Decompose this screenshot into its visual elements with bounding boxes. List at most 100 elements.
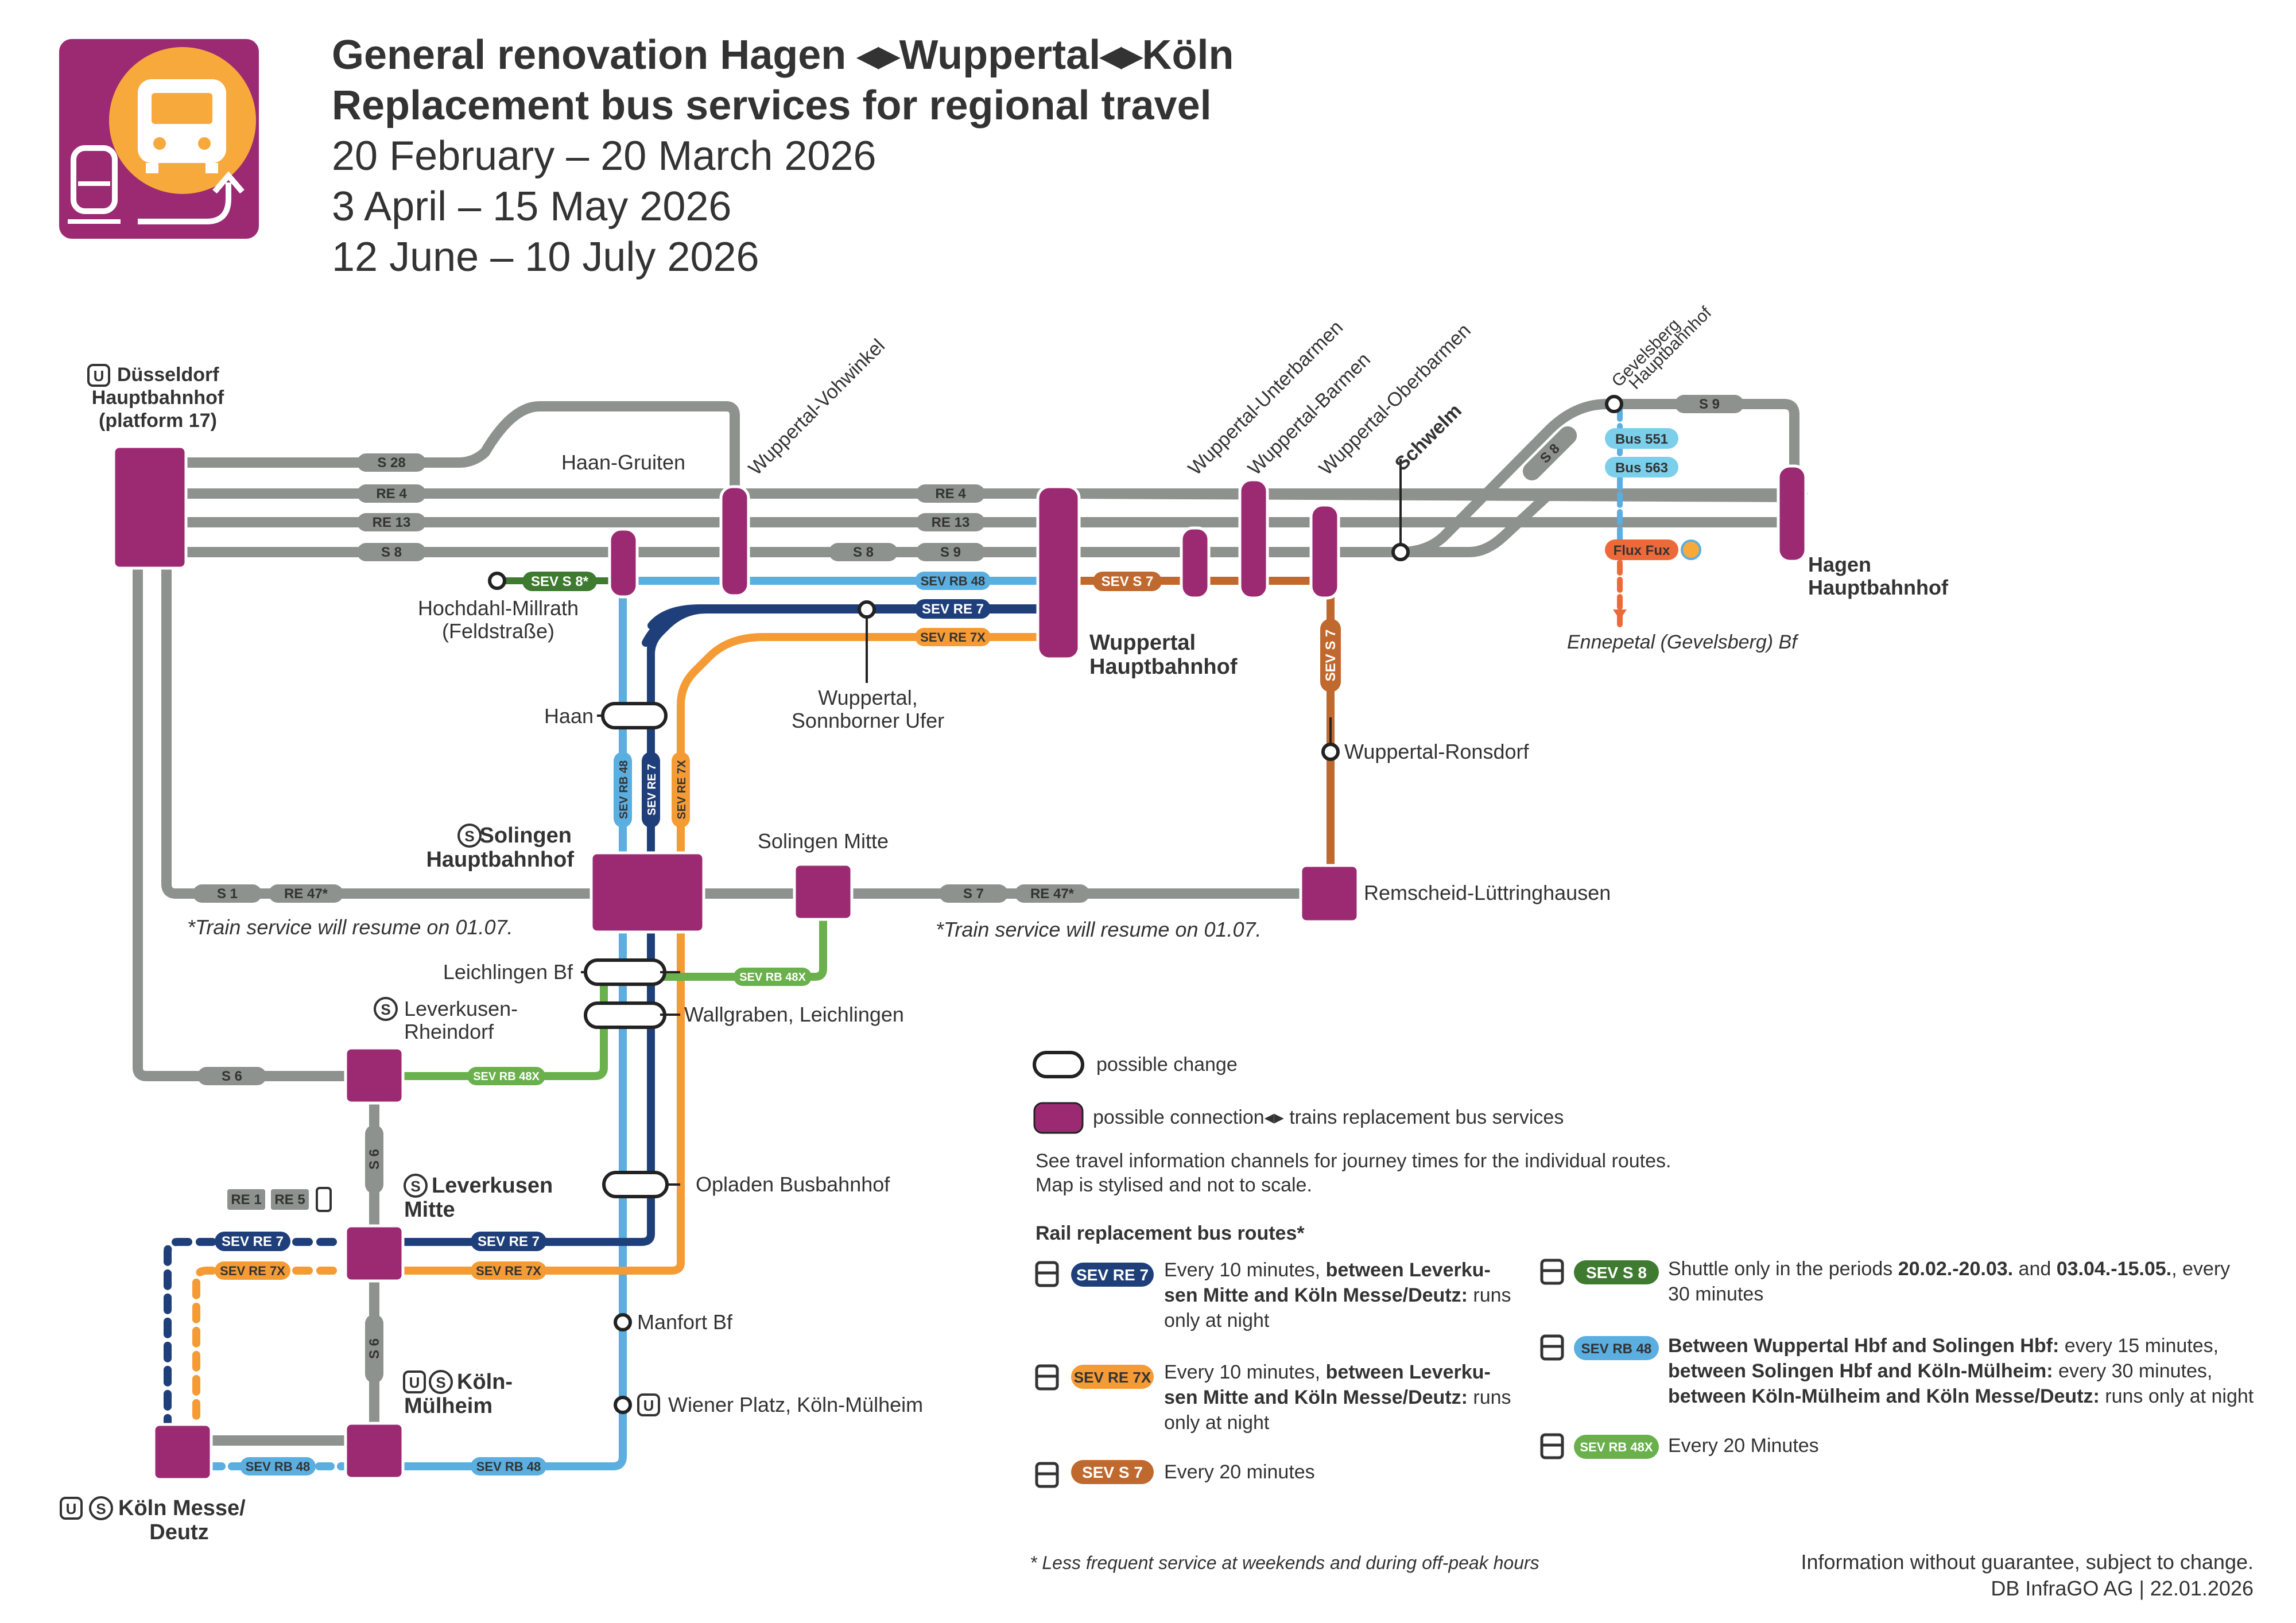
legend-badge-re7x: SEV RE 7X (1074, 1369, 1151, 1386)
stop-leichlingen (584, 958, 666, 986)
label-koeln-muelheim-2: Mülheim (404, 1394, 492, 1418)
route-sev-rb48x-rheindorf (370, 973, 608, 1080)
label-hagen-1: Hagen (1808, 553, 1871, 576)
legend-text-run: sen Mitte and Köln Messe/Deutz: (1164, 1284, 1468, 1306)
pill-s6-vert-1: S 6 (367, 1149, 382, 1170)
u-symbol-duesseldorf: U (94, 367, 104, 385)
bus-replacement-logo (59, 39, 259, 239)
legend-text-run: every 15 minutes, (2059, 1335, 2219, 1357)
stop-haan (601, 702, 668, 729)
station-oberbarmen (1309, 503, 1340, 600)
legend-info-2: Map is stylised and not to scale. (1035, 1174, 1312, 1196)
label-haan-gruiten: Haan-Gruiten (561, 451, 685, 474)
label-lev-mitte-1: Leverkusen (432, 1174, 553, 1198)
legend-text-run: between Solingen Hbf and Köln-Mülheim: (1668, 1360, 2053, 1382)
station-luettringhausen (1299, 864, 1360, 923)
flux-logo-icon (1681, 539, 1701, 560)
stop-opladen (602, 1171, 669, 1198)
stop-schwelm (1391, 543, 1410, 561)
legend-text-run: only at night (1164, 1310, 1270, 1331)
route-sev-re7x-messe (192, 1267, 337, 1427)
legend-text-run: runs (1468, 1387, 1511, 1408)
s-symbol-lev-mitte: S (410, 1178, 420, 1195)
legend-text-run: only at night (1164, 1412, 1270, 1434)
label-sonnborn-1: Wuppertal, (818, 686, 917, 709)
phone-icon (316, 1187, 332, 1212)
station-rheindorf (344, 1046, 405, 1105)
line-duss-solingen (161, 546, 1337, 899)
pill-re13-east: RE 13 (932, 515, 970, 530)
legend-text-run: Every 20 Minutes (1668, 1435, 1819, 1457)
station-hagen (1777, 464, 1808, 563)
u-symbol-muelheim: U (409, 1374, 420, 1391)
note-resume-left: *Train service will resume on 01.07. (187, 915, 513, 939)
pill-sev-re7-top: SEV RE 7 (922, 601, 984, 617)
pill-sev-re7x-lev: SEV RE 7X (476, 1264, 541, 1278)
legend-text-re7: Every 10 minutes, between Leverku-sen Mi… (1164, 1259, 1511, 1331)
pill-s9: S 9 (940, 545, 961, 560)
s-symbol-muelheim: S (436, 1374, 445, 1391)
legend-badge-rb48: SEV RB 48 (1581, 1341, 1652, 1357)
pill-s8-west: S 8 (381, 545, 402, 560)
pill-bus551: Bus 551 (1615, 432, 1668, 447)
s-symbol-messe: S (96, 1500, 106, 1517)
station-haan-gruiten (608, 527, 639, 599)
route-sev-rb48x (619, 890, 827, 981)
legend: possible change possible connection◂▸ tr… (1033, 1051, 2254, 1488)
legend-text-run: Every 20 minutes (1164, 1461, 1315, 1483)
pill-s9-east: S 9 (1699, 397, 1720, 412)
label-solingen-hbf-1: Solingen (480, 824, 572, 848)
pill-sev-re7x-messe: SEV RE 7X (220, 1264, 285, 1278)
station-vohwinkel (719, 485, 750, 597)
station-koeln-muelheim (344, 1422, 405, 1480)
legend-badge-re7: SEV RE 7 (1076, 1266, 1149, 1284)
line-s8-hagen (1395, 488, 1555, 557)
line-duss-s6 (133, 546, 381, 1081)
credit: DB InfraGO AG | 22.01.2026 (1991, 1577, 2254, 1600)
stop-wallgraben (584, 1001, 666, 1029)
label-rheindorf-2: Rheindorf (404, 1020, 494, 1043)
legend-text-run: between Leverku- (1326, 1361, 1491, 1383)
label-koeln-messe-2: Deutz (149, 1520, 208, 1544)
legend-text-run: runs only at night (2100, 1385, 2254, 1407)
legend-text-run: 20.02.-20.03. (1898, 1258, 2013, 1280)
s-symbol-solingen: S (464, 828, 474, 845)
label-vohwinkel: Wuppertal-Vohwinkel (744, 335, 889, 479)
legend-text-run: every 30 minutes, (2053, 1360, 2213, 1382)
legend-text-run: Shuttle only in the periods (1668, 1258, 1898, 1280)
pill-sev-rb48-vert: SEV RB 48 (618, 760, 630, 819)
u-symbol-wiener-platz: U (643, 1397, 654, 1414)
change-stops (584, 702, 669, 1198)
pill-sev-re7x-vert: SEV RE 7X (676, 760, 688, 820)
period-1: 20 February – 20 March 2026 (332, 133, 876, 179)
pill-s7: S 7 (963, 886, 984, 902)
label-manfort: Manfort Bf (637, 1310, 733, 1334)
label-koeln-muelheim-1: Köln- (457, 1370, 513, 1394)
pill-s8-mid: S 8 (853, 545, 874, 560)
title-line-1: General renovation Hagen ◂▸Wuppertal◂▸Kö… (332, 32, 1234, 78)
legend-text-run: between Köln-Mülheim and Köln Messe/Deut… (1668, 1385, 2100, 1407)
pill-sev-re7x-top: SEV RE 7X (920, 630, 986, 644)
pill-sev-s8: SEV S 8* (531, 574, 589, 589)
legend-text-run: Every 10 minutes, (1164, 1361, 1326, 1383)
legend-text-run: Between Wuppertal Hbf and Solingen Hbf: (1668, 1335, 2059, 1357)
s-symbol-rheindorf: S (381, 1001, 390, 1018)
label-duesseldorf-2: Hauptbahnhof (92, 387, 224, 409)
pill-s6: S 6 (222, 1069, 242, 1084)
legend-text-rb48x: Every 20 Minutes (1668, 1435, 1819, 1457)
arrow-down-icon (1613, 609, 1627, 620)
pill-re4-east: RE 4 (935, 486, 966, 502)
pill-sev-s7: SEV S 7 (1102, 574, 1154, 589)
route-sev-re7x (370, 633, 1060, 1275)
pill-re13-west: RE 13 (373, 515, 411, 530)
legend-text-s7: Every 20 minutes (1164, 1461, 1315, 1483)
legend-text-re7x: Every 10 minutes, between Leverku-sen Mi… (1164, 1361, 1511, 1434)
station-solingen-hbf (589, 851, 705, 934)
label-duesseldorf-1: Düsseldorf (117, 364, 219, 386)
pill-sev-rb48-messe: SEV RB 48 (246, 1459, 311, 1474)
pill-re5: RE 5 (274, 1192, 305, 1207)
label-luettringhausen: Remscheid-Lüttringhausen (1364, 881, 1611, 904)
legend-text-run: and (2013, 1258, 2057, 1280)
stop-ronsdorf (1321, 743, 1340, 761)
